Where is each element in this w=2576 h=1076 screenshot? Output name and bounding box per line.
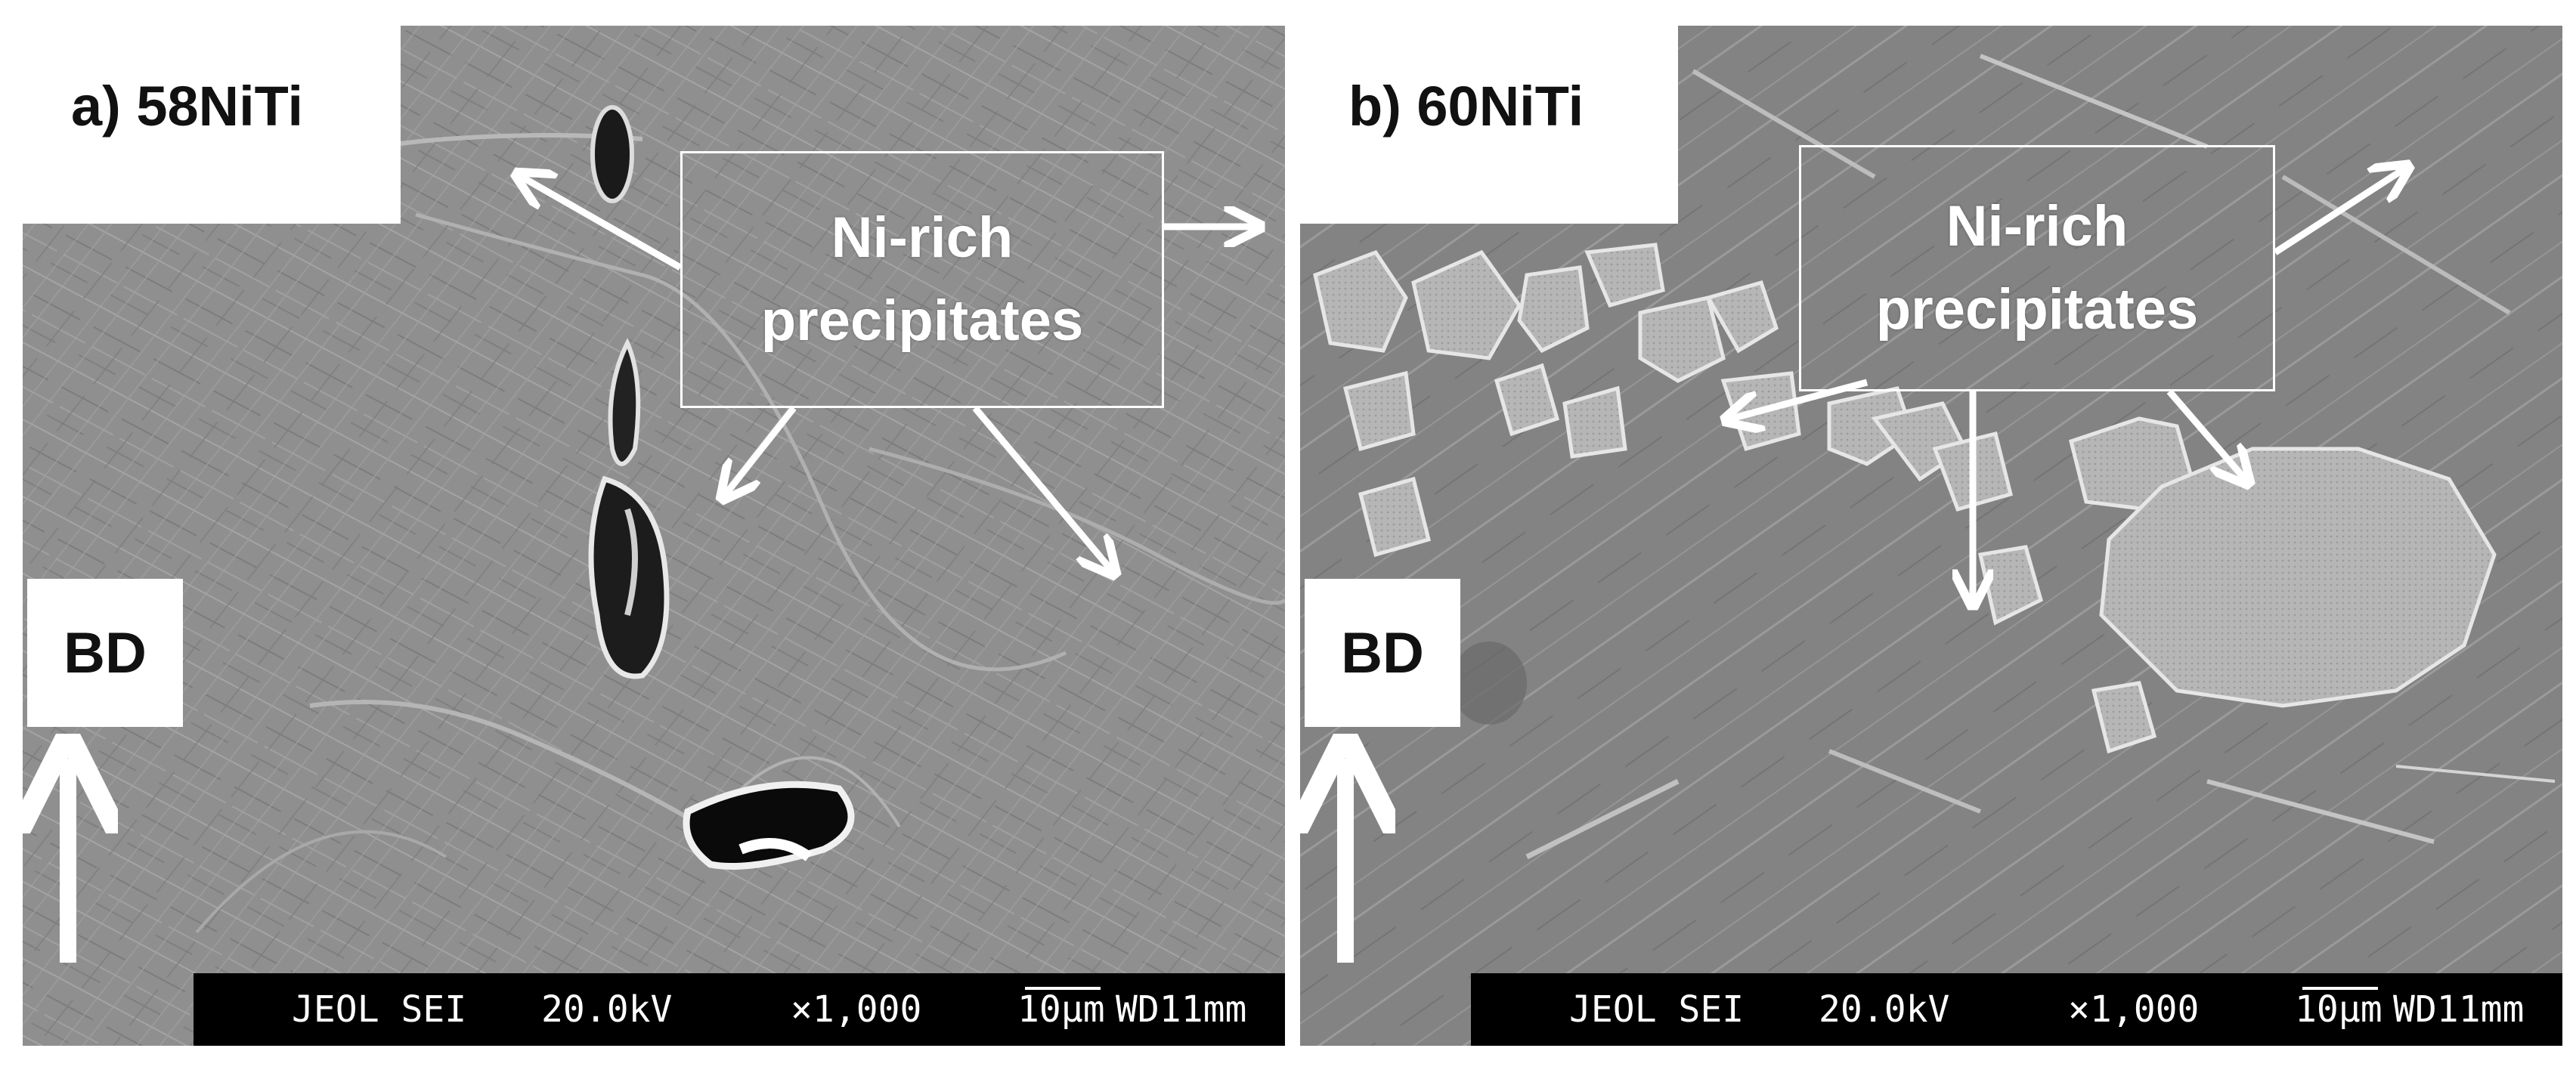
scale-bar-line (2302, 987, 2378, 990)
magnification-text: ×1,000 (2068, 988, 2200, 1031)
scale-text: 10μm (1017, 988, 1105, 1031)
scale-text: 10μm (2295, 988, 2382, 1031)
voltage-text: 20.0kV (541, 988, 673, 1031)
annotation-line-1: Ni-rich (831, 205, 1014, 270)
magnification-text: ×1,000 (791, 988, 922, 1031)
annotation-line-2: precipitates (760, 289, 1084, 353)
scale-bar-line (1025, 987, 1101, 990)
annotation-box: Ni-rich precipitates (680, 151, 1164, 408)
panel-label: a) 58NiTi (23, 26, 401, 224)
micrograph-panel-a: a) 58NiTi Ni-rich precipitates BD JEOL S… (23, 26, 1285, 1046)
build-direction-label: BD (1305, 579, 1460, 727)
annotation-line-1: Ni-rich (1946, 193, 2129, 258)
annotation-line-2: precipitates (1875, 277, 2199, 342)
sem-info-bar: JEOL SEI 20.0kV ×1,000 10μm WD11mm (1471, 973, 2562, 1046)
build-direction-label: BD (27, 579, 183, 727)
instrument-text: JEOL SEI (292, 988, 467, 1031)
panel-label: b) 60NiTi (1300, 26, 1678, 224)
instrument-text: JEOL SEI (1569, 988, 1745, 1031)
working-distance-text: WD11mm (2393, 988, 2525, 1031)
sem-info-bar: JEOL SEI 20.0kV ×1,000 10μm WD11mm (194, 973, 1285, 1046)
voltage-text: 20.0kV (1819, 988, 1950, 1031)
micrograph-panel-b: b) 60NiTi Ni-rich precipitates BD JEOL S… (1300, 26, 2562, 1046)
working-distance-text: WD11mm (1116, 988, 1247, 1031)
annotation-box: Ni-rich precipitates (1799, 145, 2275, 391)
